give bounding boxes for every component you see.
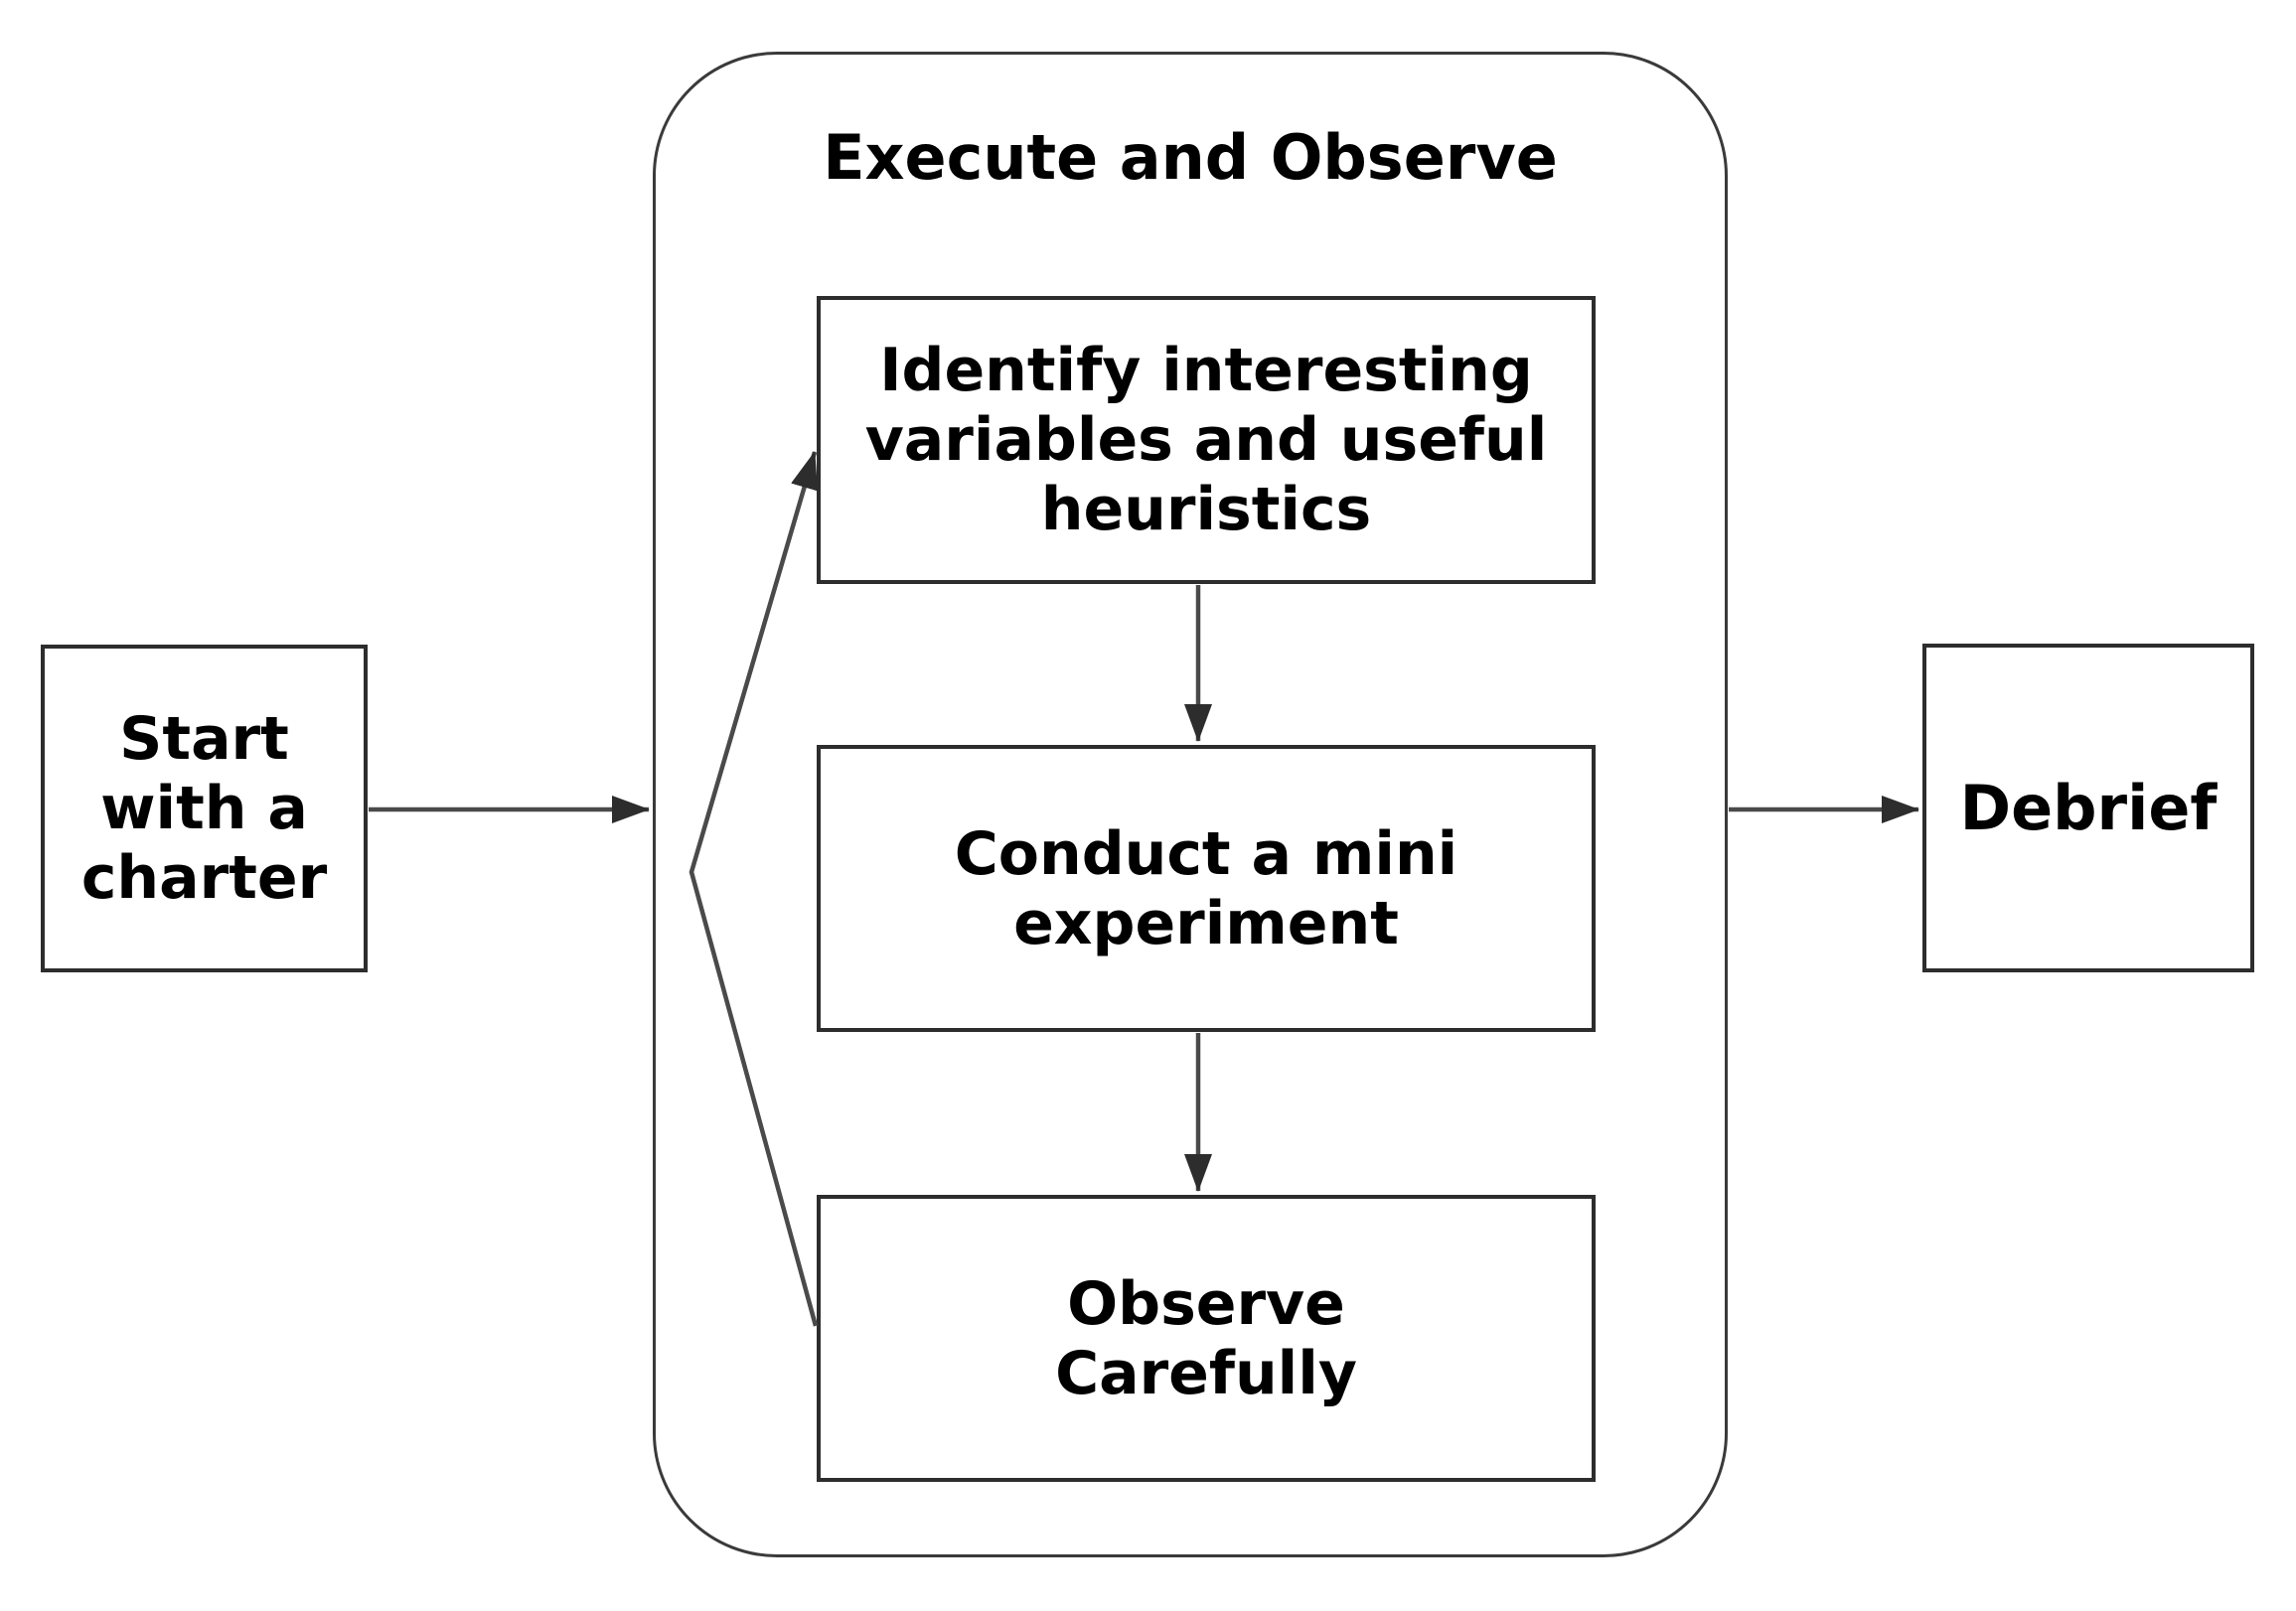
debrief-box: Debrief <box>1922 644 2254 972</box>
start-box-line-1: Start <box>119 704 289 774</box>
start-box-line-2: with a <box>100 774 308 843</box>
execute-observe-group-title: Execute and Observe <box>823 121 1558 194</box>
conduct-experiment-box: Conduct a mini experiment <box>817 745 1596 1032</box>
identify-box-line-2: variables and useful <box>864 405 1548 475</box>
identify-variables-box: Identify interesting variables and usefu… <box>817 296 1596 584</box>
identify-box-line-3: heuristics <box>1040 475 1372 544</box>
observe-carefully-box: Observe Carefully <box>817 1195 1596 1482</box>
observe-box-line-2: Carefully <box>1055 1338 1357 1408</box>
conduct-box-line-1: Conduct a mini <box>954 818 1458 889</box>
observe-box-line-1: Observe <box>1067 1268 1345 1339</box>
debrief-box-label: Debrief <box>1959 771 2218 844</box>
start-box-line-3: charter <box>80 843 328 913</box>
conduct-box-line-2: experiment <box>1013 888 1399 958</box>
start-box: Start with a charter <box>41 645 368 972</box>
identify-box-line-1: Identify interesting <box>879 336 1533 405</box>
